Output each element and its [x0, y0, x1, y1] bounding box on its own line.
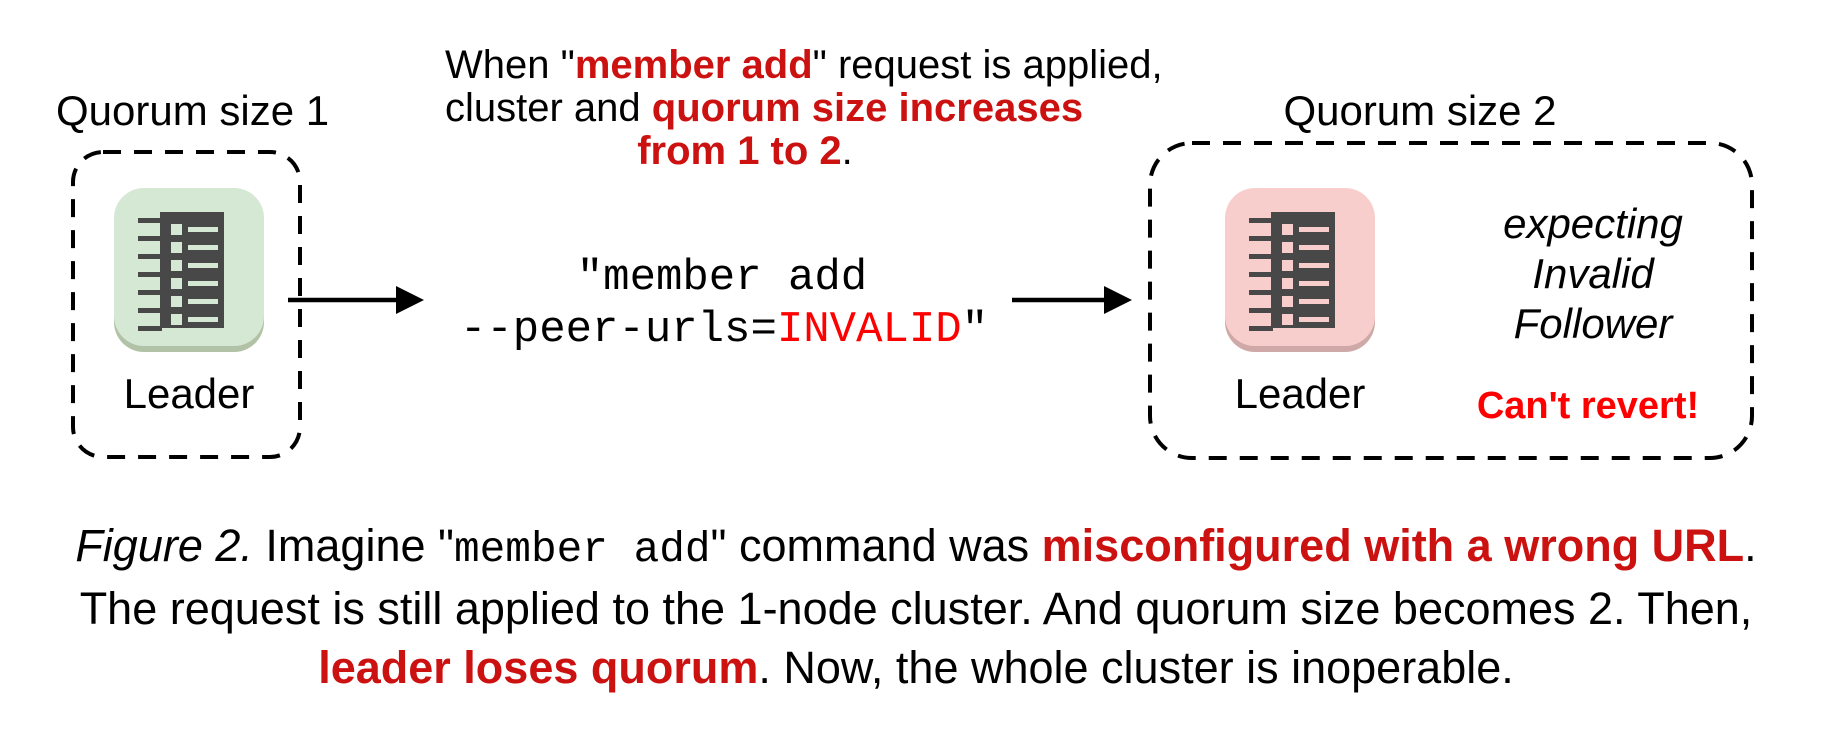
expecting-status: expecting Invalid Follower — [1443, 199, 1743, 349]
caption-line-3: leader loses quorum. Now, the whole clus… — [318, 642, 1514, 693]
caption-line-1: Figure 2. Imagine "member add" command w… — [75, 520, 1757, 574]
member-add-emphasis: member add — [574, 43, 813, 87]
invalid-url-value: INVALID — [776, 305, 962, 355]
member-list-icon — [138, 212, 224, 331]
command-line-1: "member add — [576, 253, 868, 303]
right-leader-label: Leader — [1234, 370, 1366, 417]
right-quorum-title: Quorum size 2 — [1283, 87, 1557, 134]
caption-line-2: The request is still applied to the 1-no… — [79, 583, 1753, 634]
quorum-increase-emphasis: quorum size increases — [651, 86, 1084, 130]
member-list-icon — [1249, 212, 1335, 331]
cant-revert-warning: Can't revert! — [1476, 385, 1700, 427]
figure-label: Figure 2. — [75, 520, 253, 571]
left-cluster-box — [71, 150, 302, 459]
status-line-1: expecting — [1503, 200, 1683, 247]
annotation-line-3: from 1 to 2. — [637, 129, 853, 173]
member-add-command: "member add --peer-urls=INVALID" — [460, 252, 989, 356]
leader-node-green — [114, 188, 264, 346]
status-line-2: Invalid — [1532, 250, 1654, 297]
figure-caption: Figure 2. Imagine "member add" command w… — [0, 516, 1832, 697]
loses-quorum-emphasis: leader loses quorum — [318, 642, 759, 693]
annotation-line-1: When "member add" request is applied, — [445, 43, 1163, 87]
status-line-3: Follower — [1513, 300, 1673, 347]
annotation-line-2: cluster and quorum size increases — [445, 86, 1084, 130]
arrow-right-icon — [1012, 286, 1132, 314]
right-cluster-box — [1148, 141, 1754, 460]
arrow-right-icon — [288, 286, 424, 314]
command-line-2: --peer-urls=INVALID" — [460, 305, 989, 355]
caption-command-text: member add — [454, 525, 711, 574]
misconfigured-emphasis: misconfigured with a wrong URL — [1041, 520, 1745, 571]
leader-node-pink — [1225, 188, 1375, 346]
left-quorum-title: Quorum size 1 — [56, 87, 330, 134]
left-leader-label: Leader — [123, 370, 255, 417]
event-annotation: When "member add" request is applied, cl… — [445, 43, 1163, 173]
from-1-to-2-emphasis: from 1 to 2 — [637, 129, 842, 173]
